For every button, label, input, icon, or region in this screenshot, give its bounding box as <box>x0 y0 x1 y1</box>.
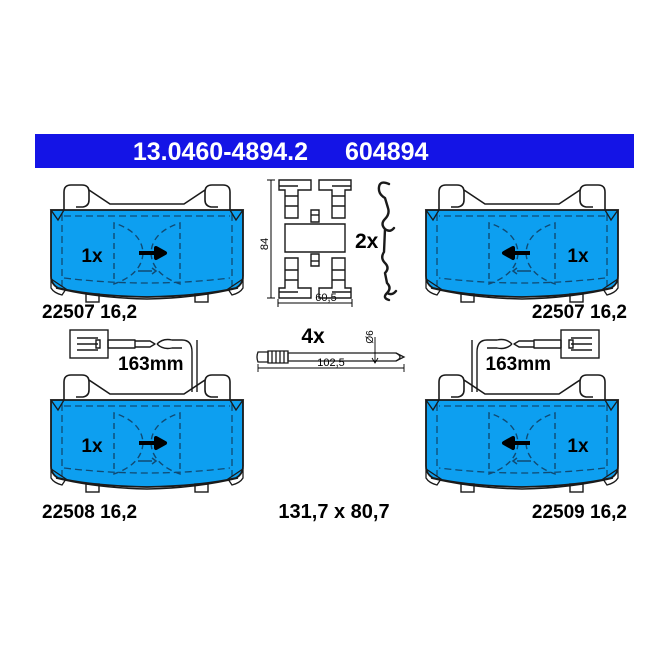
spring-clip <box>377 181 398 302</box>
part-number: 13.0460-4894.2 <box>133 138 308 166</box>
clip-quantity: 2x <box>355 230 379 253</box>
sensor-wire-left <box>107 338 198 392</box>
sensor-wire-right <box>471 338 562 392</box>
pad-top-right-quantity: 1x <box>567 246 589 267</box>
pad-dimensions-label: 131,7 x 80,7 <box>278 501 389 523</box>
pad-bottom-left: 1x <box>50 374 244 493</box>
pad-top-left-label: 22507 16,2 <box>42 302 137 323</box>
pin-quantity: 4x <box>301 325 325 348</box>
sensor-left: 163mm <box>69 329 198 392</box>
guide-pin <box>256 350 406 364</box>
pin-diameter-value: Ø6 <box>365 330 376 344</box>
guide-pin-assembly: 4x 102,5 Ø6 <box>256 325 406 372</box>
pad-top-left: 1x <box>50 184 244 303</box>
sensor-right-length: 163mm <box>486 354 552 375</box>
pin-length-value: 102,5 <box>317 357 345 369</box>
pad-bottom-right-quantity: 1x <box>567 436 589 457</box>
pad-bottom-right-label: 22509 16,2 <box>532 502 627 523</box>
pin-length-dimension <box>257 364 405 372</box>
pad-quantity: 1x <box>81 436 103 457</box>
pad-bottom-left-label: 22508 16,2 <box>42 502 137 523</box>
pad-quantity: 1x <box>81 246 103 267</box>
clip-height-dimension: 84 <box>259 179 275 299</box>
header-bar: 13.0460-4894.2 604894 <box>35 134 634 168</box>
sensor-right: 163mm <box>471 329 600 392</box>
h-clip <box>278 179 352 299</box>
pad-top-right-label: 22507 16,2 <box>532 302 627 323</box>
pin-diameter-dimension <box>371 337 379 364</box>
clip-assembly: 84 60,5 <box>259 179 398 307</box>
clip-height-value: 84 <box>259 238 271 250</box>
sensor-left-length: 163mm <box>118 354 184 375</box>
reference-number: 604894 <box>345 138 429 166</box>
header-bar-background <box>35 134 634 168</box>
